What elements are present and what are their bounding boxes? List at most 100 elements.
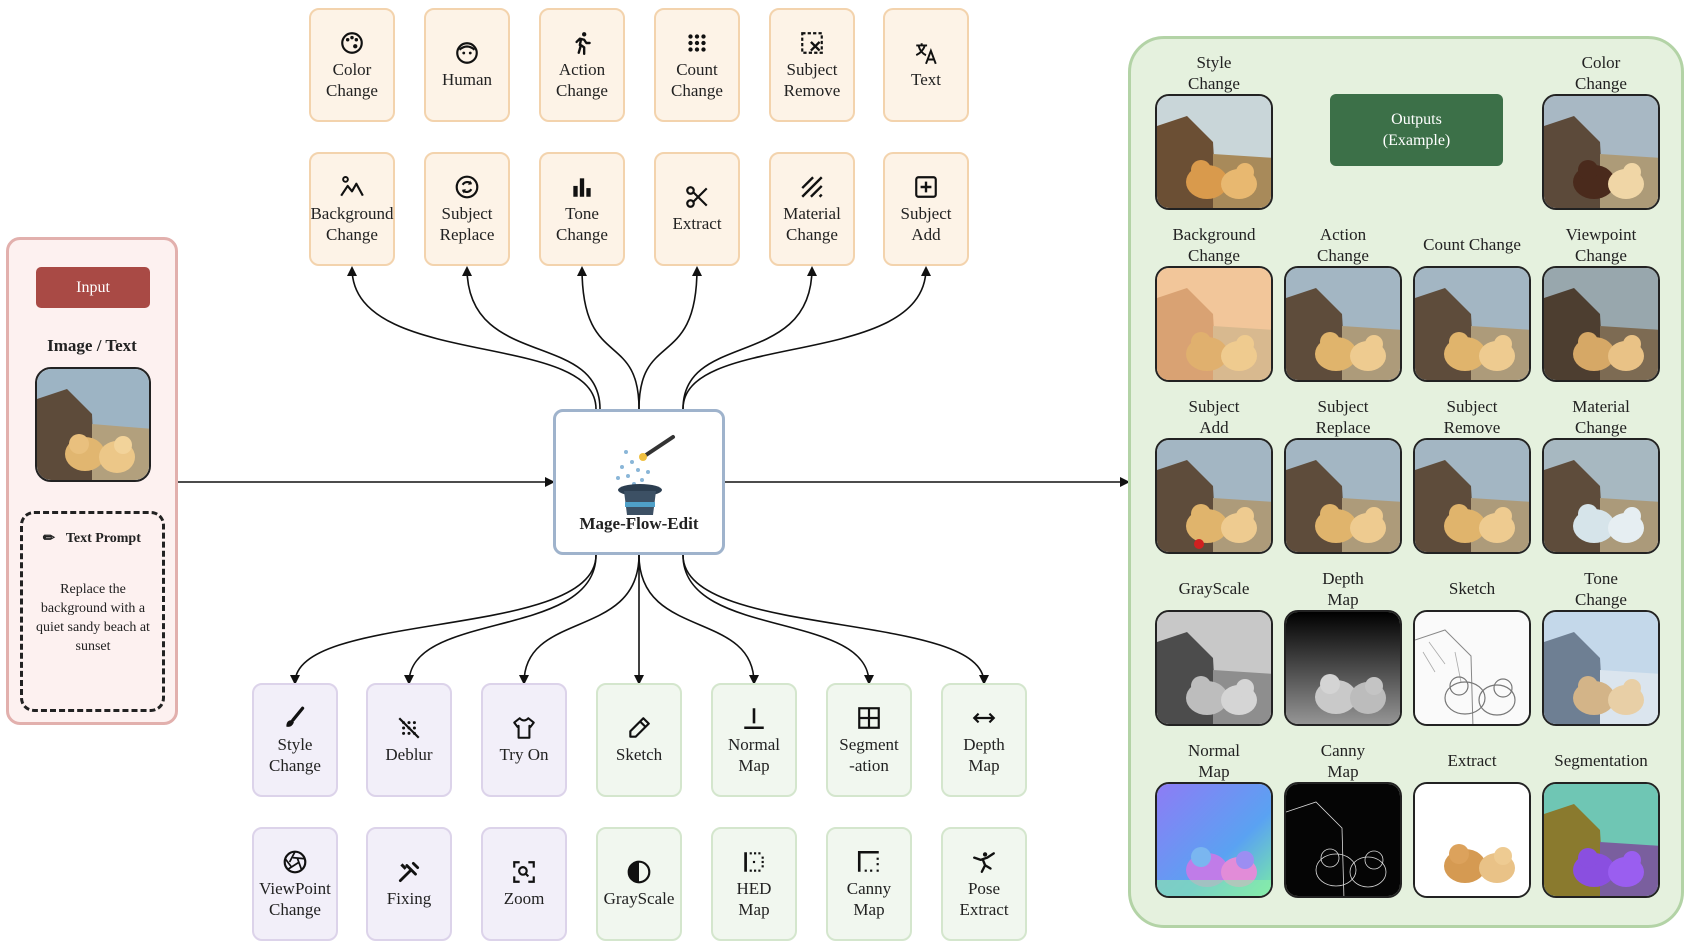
arrow-to-extract bbox=[638, 266, 702, 410]
task-tile-color-change: Color Change bbox=[309, 8, 395, 122]
text-prompt-content: Replace the background with a quiet sand… bbox=[36, 582, 150, 654]
task-tile-label: Pose Extract bbox=[959, 878, 1009, 919]
task-tile-label: Tone Change bbox=[556, 203, 608, 244]
task-tile-label: Sketch bbox=[615, 745, 663, 764]
output-image bbox=[1542, 266, 1660, 382]
task-tile-deblur: Deblur bbox=[366, 683, 452, 797]
task-tile-label: Canny Map bbox=[846, 878, 892, 919]
arrow-to-try-on bbox=[519, 554, 640, 685]
image-text-label: Image / Text bbox=[47, 336, 137, 355]
output-label: Sketch bbox=[1448, 579, 1496, 598]
output-label: Normal Map bbox=[1188, 741, 1240, 781]
corner-frame-icon bbox=[856, 849, 882, 875]
prompt-title-label: Text Prompt bbox=[65, 531, 141, 546]
task-tile-label: Action Change bbox=[556, 59, 608, 100]
brush-icon bbox=[282, 705, 308, 731]
text-prompt-title: ✎Text Prompt bbox=[20, 529, 165, 548]
tools-icon bbox=[396, 859, 422, 885]
output-image bbox=[1155, 438, 1273, 554]
task-tile-label: Zoom bbox=[503, 889, 545, 908]
output-label: Count Change bbox=[1423, 235, 1521, 254]
task-tile-pose-extract: Pose Extract bbox=[941, 827, 1027, 941]
task-tile-segment-ation: Segment -ation bbox=[826, 683, 912, 797]
shirt-icon bbox=[511, 715, 537, 741]
output-image bbox=[1542, 94, 1660, 210]
output-image bbox=[1413, 782, 1531, 898]
output-image bbox=[1284, 438, 1402, 554]
bar-chart-icon bbox=[569, 174, 595, 200]
pose-figure-icon bbox=[971, 849, 997, 875]
task-tile-label: Human bbox=[441, 70, 493, 89]
output-image bbox=[1413, 610, 1531, 726]
output-image bbox=[1284, 610, 1402, 726]
output-image bbox=[1155, 610, 1273, 726]
task-tile-depth-map: Depth Map bbox=[941, 683, 1027, 797]
texture-icon bbox=[799, 174, 825, 200]
contrast-icon bbox=[626, 859, 652, 885]
task-tile-label: Count Change bbox=[671, 59, 723, 100]
arrow-to-subject-add bbox=[682, 266, 931, 410]
task-tile-label: HED Map bbox=[736, 878, 772, 919]
task-tile-text: Text bbox=[883, 8, 969, 122]
task-tile-label: Background Change bbox=[310, 203, 394, 244]
output-image bbox=[1155, 782, 1273, 898]
task-tile-label: Color Change bbox=[326, 59, 378, 100]
landscape-icon bbox=[339, 174, 365, 200]
output-label: Extract bbox=[1447, 751, 1497, 770]
output-image bbox=[1542, 782, 1660, 898]
output-label: Canny Map bbox=[1320, 741, 1366, 781]
arrow-to-tone-change bbox=[577, 266, 640, 410]
aperture-icon bbox=[282, 849, 308, 875]
output-label: Subject Replace bbox=[1315, 397, 1371, 437]
output-image bbox=[1542, 610, 1660, 726]
dot-grid-icon bbox=[684, 30, 710, 56]
output-label: Viewpoint Change bbox=[1565, 225, 1637, 265]
arrow-to-style-change bbox=[290, 554, 597, 685]
task-tile-count-change: Count Change bbox=[654, 8, 740, 122]
zoom-frame-icon bbox=[511, 859, 537, 885]
translate-icon bbox=[913, 40, 939, 66]
task-tile-label: Subject Add bbox=[900, 203, 952, 244]
output-image bbox=[1542, 438, 1660, 554]
task-tile-label: Deblur bbox=[385, 745, 433, 764]
magic-hat-icon bbox=[616, 435, 675, 515]
task-tile-extract: Extract bbox=[654, 152, 740, 266]
grid-icon bbox=[856, 705, 882, 731]
output-image bbox=[1413, 438, 1531, 554]
outputs-badge: Outputs (Example) bbox=[1330, 94, 1503, 166]
arrow-to-normal-map bbox=[638, 554, 759, 685]
task-tile-label: Depth Map bbox=[963, 734, 1005, 775]
arrow-to-deblur bbox=[404, 554, 597, 685]
task-tile-grayscale: GrayScale bbox=[596, 827, 682, 941]
task-tile-label: Subject Remove bbox=[783, 59, 841, 100]
arrow-to-background-change bbox=[347, 266, 597, 410]
task-tile-tone-change: Tone Change bbox=[539, 152, 625, 266]
task-tile-label: Extract bbox=[672, 214, 722, 233]
output-label: Action Change bbox=[1317, 225, 1369, 265]
input-image bbox=[35, 367, 151, 482]
task-tile-label: Style Change bbox=[269, 734, 321, 775]
output-label: Background Change bbox=[1172, 225, 1256, 265]
output-label: Segmentation bbox=[1554, 751, 1648, 770]
text-prompt-box bbox=[20, 511, 165, 712]
task-tile-zoom: Zoom bbox=[481, 827, 567, 941]
output-label: Tone Change bbox=[1575, 569, 1627, 609]
normal-vector-icon bbox=[741, 705, 767, 731]
task-tile-material-change: Material Change bbox=[769, 152, 855, 266]
arrow-to-material-change bbox=[682, 266, 817, 410]
output-label: Subject Remove bbox=[1443, 397, 1501, 437]
task-tile-label: Try On bbox=[499, 745, 549, 764]
task-tile-subject-add: Subject Add bbox=[883, 152, 969, 266]
arrow-to-subject-replace bbox=[462, 266, 601, 410]
palette-icon bbox=[339, 30, 365, 56]
task-tile-background-change: Background Change bbox=[309, 152, 395, 266]
output-image bbox=[1413, 266, 1531, 382]
task-tile-action-change: Action Change bbox=[539, 8, 625, 122]
output-image bbox=[1284, 782, 1402, 898]
arrow-to-depth-map bbox=[682, 554, 989, 685]
pencil-icon bbox=[626, 715, 652, 741]
dotted-square-icon bbox=[741, 849, 767, 875]
core-node bbox=[553, 409, 725, 555]
core-label: Mage-Flow-Edit bbox=[579, 514, 699, 533]
output-label: Color Change bbox=[1575, 53, 1627, 93]
